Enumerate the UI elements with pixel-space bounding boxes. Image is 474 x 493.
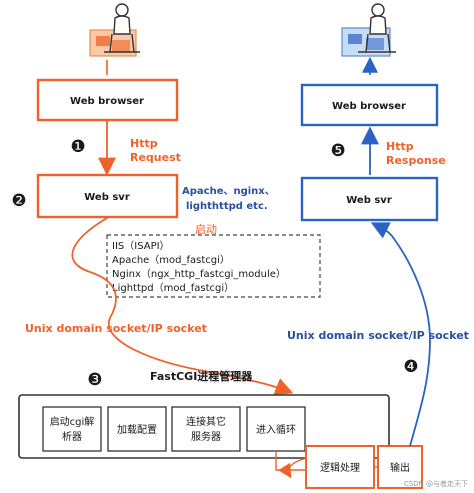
process-box-start-cgi <box>42 406 102 452</box>
socket-label-right: Unix domain socket/IP socket <box>287 329 469 342</box>
http-response-label-line2: Response <box>386 154 446 167</box>
logic-process-box <box>305 445 375 489</box>
servers-label-line2: lighthttpd etc. <box>186 201 268 212</box>
servers-label-line1: Apache、nginx、 <box>182 186 275 197</box>
step-5-icon: ❺ <box>330 141 345 161</box>
process-box-connect-servers <box>171 406 241 452</box>
loop-back-arrow <box>278 457 308 479</box>
process-connect-line2: 服务器 <box>191 430 221 443</box>
logic-process-label: 逻辑处理 <box>320 461 360 474</box>
module-item-apache: Apache（mod_fastcgi） <box>112 254 230 266</box>
web-browser-box-right <box>300 83 439 127</box>
loop-out-line <box>275 452 305 471</box>
process-box-enter-loop <box>246 406 306 452</box>
fastcgi-manager-label: FastCGI进程管理器 <box>150 369 253 383</box>
module-item-iis: IIS（ISAPI） <box>112 240 170 252</box>
user-blue-icon <box>341 3 396 57</box>
http-response-label-line1: Http <box>386 140 414 153</box>
output-box <box>377 445 423 489</box>
watermark-text: CSDN @与者走天下 <box>404 480 468 488</box>
web-svr-label-right: Web svr <box>346 195 392 206</box>
socket-label-left: Unix domain socket/IP socket <box>25 322 207 335</box>
start-label: 启动 <box>195 223 217 236</box>
web-browser-label-right: Web browser <box>332 101 406 112</box>
step-3-icon: ❸ <box>87 370 102 390</box>
user-orange-icon <box>89 3 140 57</box>
step-2-icon: ❷ <box>11 191 26 211</box>
module-item-lighttpd: Lighttpd（mod_fastcgi） <box>112 282 234 294</box>
modules-box <box>106 234 321 298</box>
curve-output-to-svr <box>370 222 431 447</box>
web-svr-box-right <box>300 176 439 222</box>
curve-svr-to-manager <box>71 217 294 396</box>
process-enter-loop: 进入循环 <box>256 423 296 436</box>
web-svr-label-left: Web svr <box>84 192 130 203</box>
process-start-cgi-line2: 析器 <box>62 430 82 443</box>
process-connect-line1: 连接其它 <box>186 415 226 428</box>
web-svr-box-left <box>36 173 179 219</box>
output-label: 输出 <box>390 461 410 474</box>
web-browser-label-left: Web browser <box>70 96 144 107</box>
http-request-label-line2: Request <box>130 151 181 164</box>
process-load-config: 加载配置 <box>117 424 157 436</box>
step-4-icon: ❹ <box>403 357 418 377</box>
process-box-load-config <box>107 406 167 452</box>
step-1-icon: ❶ <box>70 137 85 157</box>
module-item-nginx: Nginx（ngx_http_fastcgi_module） <box>112 268 286 280</box>
process-start-cgi-line1: 启动cgi解 <box>50 415 95 428</box>
web-browser-box-left <box>36 78 179 122</box>
http-request-label-line1: Http <box>130 137 158 150</box>
